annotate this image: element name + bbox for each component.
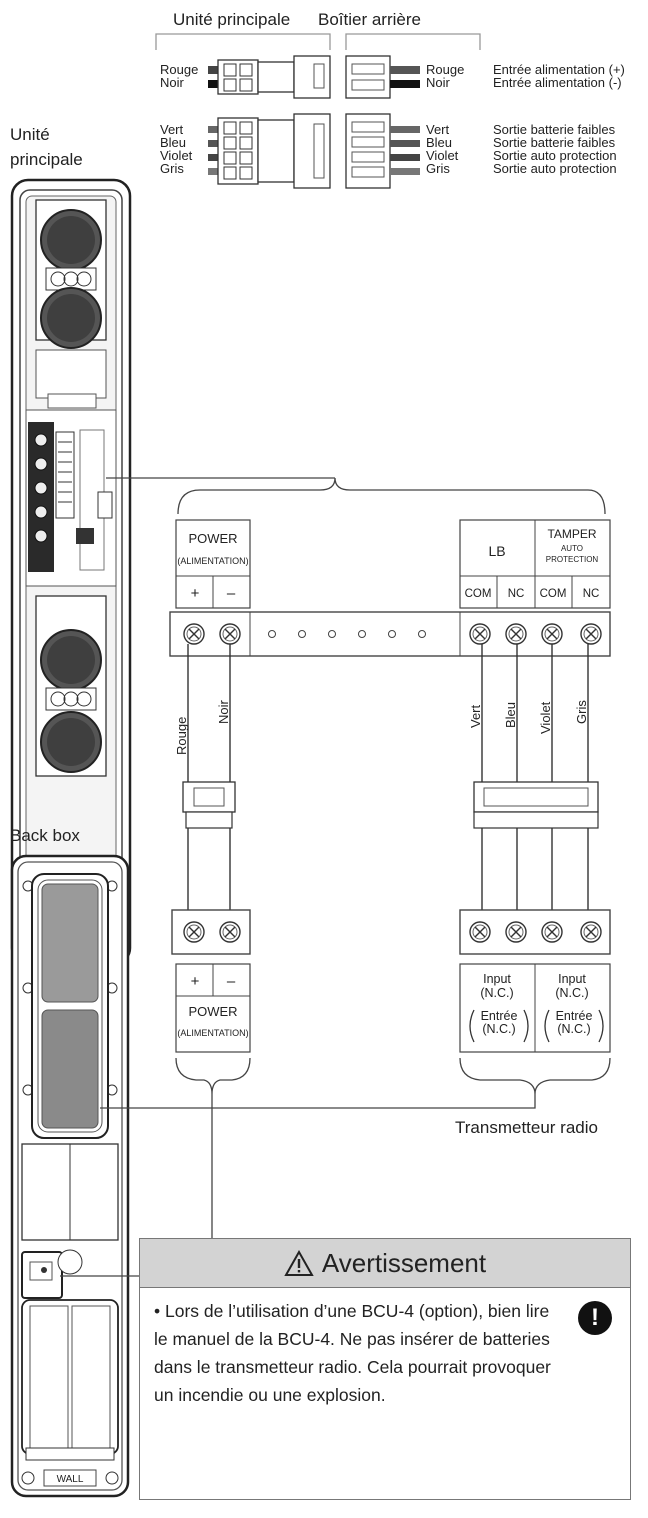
input1-paren-left — [469, 1009, 475, 1043]
power-connector-pair — [208, 55, 420, 99]
main-unit-bracket — [155, 33, 331, 50]
power-right-label-0: Rouge — [426, 62, 464, 77]
bottom-terminal-screw-3 — [541, 921, 563, 943]
transmitter-brace — [459, 1057, 611, 1095]
signal-desc-1: Sortie batterie faibles — [493, 135, 616, 150]
back-box-label: Back box — [10, 826, 80, 845]
bottom-terminal-screw-2 — [505, 921, 527, 943]
input1-line1: Input — [483, 972, 511, 986]
bottom-plus-label: + — [191, 973, 200, 990]
warning-text: • Lors de l’utilisation d’une BCU-4 (opt… — [154, 1301, 551, 1405]
input1-paren-right — [523, 1009, 529, 1043]
wire-label-violet: Violet — [538, 701, 553, 734]
top-terminal-screw-nc1 — [505, 623, 527, 645]
power-desc-0: Entrée alimentation (+) — [493, 62, 625, 77]
top-plus-label: + — [191, 585, 200, 602]
com1-label: COM — [465, 588, 492, 600]
main-unit-device — [10, 178, 132, 966]
signal-right-label-0: Vert — [426, 122, 450, 137]
back-box-bracket — [345, 33, 481, 50]
signal-right-label-2: Violet — [426, 148, 459, 163]
warning-header: Avertissement — [140, 1239, 630, 1288]
signal-desc-0: Sortie batterie faibles — [493, 122, 616, 137]
input1-line3: Entrée — [481, 1009, 518, 1023]
power-left-label-1: Noir — [160, 75, 185, 90]
wire-label-bleu: Bleu — [503, 702, 518, 728]
top-terminal-screw-com2 — [541, 623, 563, 645]
input2-paren-right — [598, 1009, 604, 1043]
top-terminal-strip — [169, 611, 611, 657]
top-terminal-headers — [175, 519, 611, 609]
bottom-terminal-screw-4 — [580, 921, 602, 943]
top-terminal-screw-nc2 — [580, 623, 602, 645]
main-unit-label-line1: Unité — [10, 125, 50, 144]
top-terminal-screw-com1 — [469, 623, 491, 645]
transmitter-label: Transmetteur radio — [455, 1118, 598, 1137]
signal-connector-pair — [208, 113, 420, 189]
wire-label-gris: Gris — [574, 700, 589, 724]
top-power-sub-label: (ALIMENTATION) — [177, 556, 248, 566]
wall-label: WALL — [57, 1474, 84, 1485]
warning-title: Avertissement — [321, 1247, 487, 1278]
top-minus-label: – — [227, 585, 236, 602]
bottom-terminal-headers — [175, 963, 611, 1053]
header-back-box: Boîtier arrière — [318, 10, 421, 29]
top-terminal-screw-plus — [183, 623, 205, 645]
top-terminal-brace — [177, 477, 606, 515]
input2-paren-left — [544, 1009, 550, 1043]
warning-panel: Avertissement • Lors de l’utilisation d’… — [139, 1238, 631, 1500]
tamper-sub-label-1: AUTO — [561, 544, 583, 553]
nc1-label: NC — [508, 588, 525, 600]
input2-line3: Entrée — [556, 1009, 593, 1023]
power-left-label-0: Rouge — [160, 62, 198, 77]
signal-desc-3: Sortie auto protection — [493, 161, 617, 176]
input1-line4: (N.C.) — [482, 1022, 515, 1036]
bottom-power-sub-label: (ALIMENTATION) — [177, 1028, 248, 1038]
transmitter-leader-line — [100, 1094, 536, 1109]
signal-left-label-2: Violet — [160, 148, 193, 163]
bottom-minus-label: – — [227, 973, 236, 990]
bottom-power-label: POWER — [188, 1004, 237, 1019]
tamper-sub-label-2: PROTECTION — [546, 555, 599, 564]
input1-line2: (N.C.) — [480, 986, 513, 1000]
input2-line2: (N.C.) — [555, 986, 588, 1000]
left-wire-connector — [182, 781, 236, 829]
power-right-label-1: Noir — [426, 75, 451, 90]
signal-left-label-3: Gris — [160, 161, 184, 176]
wire-label-noir: Noir — [216, 699, 231, 724]
bottom-terminal-screw-minus — [219, 921, 241, 943]
exclamation-icon: ! — [578, 1301, 612, 1335]
top-terminal-screw-minus — [219, 623, 241, 645]
wire-bundle — [187, 644, 589, 912]
main-unit-label-line2: principale — [10, 150, 83, 169]
tamper-label: TAMPER — [547, 527, 596, 541]
wire-label-rouge: Rouge — [174, 717, 189, 755]
top-power-label: POWER — [188, 531, 237, 546]
input2-line4: (N.C.) — [557, 1022, 590, 1036]
back-box-device — [10, 854, 130, 1498]
power-desc-1: Entrée alimentation (-) — [493, 75, 622, 90]
wire-label-vert: Vert — [468, 704, 483, 728]
header-main-unit: Unité principale — [173, 10, 290, 29]
bottom-terminal-screw-plus — [183, 921, 205, 943]
signal-right-label-1: Bleu — [426, 135, 452, 150]
power-brace — [175, 1057, 251, 1095]
lb-label: LB — [488, 543, 505, 559]
signal-left-label-1: Bleu — [160, 135, 186, 150]
right-wire-connector — [473, 781, 599, 829]
signal-left-label-0: Vert — [160, 122, 184, 137]
bottom-terminal-screw-1 — [469, 921, 491, 943]
nc2-label: NC — [583, 588, 600, 600]
com2-label: COM — [540, 588, 567, 600]
warning-triangle-icon — [284, 1249, 314, 1276]
signal-right-label-3: Gris — [426, 161, 450, 176]
signal-desc-2: Sortie auto protection — [493, 148, 617, 163]
input2-line1: Input — [558, 972, 586, 986]
